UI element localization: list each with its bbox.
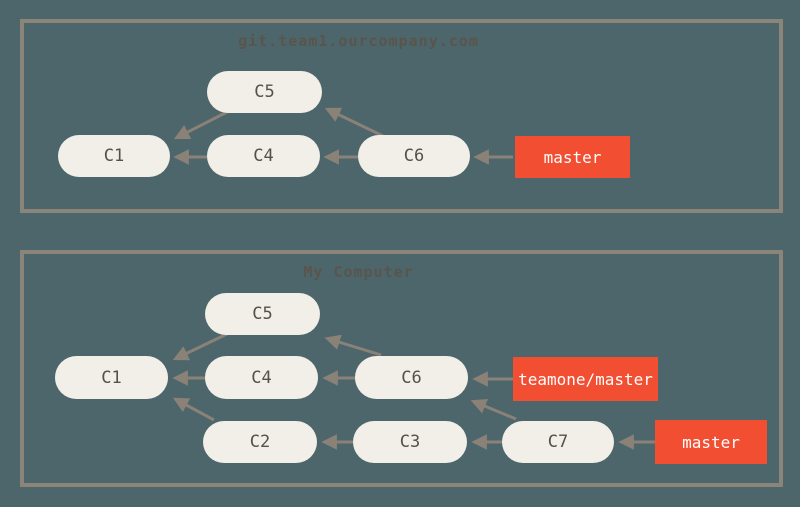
commit-node-p1-c6: C6 xyxy=(358,135,470,177)
branch-label-p2-teamone-master: teamone/master xyxy=(513,357,658,401)
branch-label-p2-master: master xyxy=(655,420,767,464)
commit-node-p1-c5: C5 xyxy=(207,71,322,113)
commit-node-p2-c6: C6 xyxy=(355,356,468,399)
commit-node-p2-c7: C7 xyxy=(502,421,614,463)
commit-node-p2-c3: C3 xyxy=(353,421,467,463)
panel-my-computer: My Computer xyxy=(20,250,783,487)
panel-my-computer-title: My Computer xyxy=(303,263,414,281)
branch-label-p1-master: master xyxy=(515,136,630,178)
commit-node-p2-c5: C5 xyxy=(205,293,320,335)
commit-node-p2-c2: C2 xyxy=(203,421,317,463)
commit-node-p1-c4: C4 xyxy=(207,135,320,177)
commit-node-p2-c4: C4 xyxy=(205,356,318,399)
panel-remote-server-title: git.team1.ourcompany.com xyxy=(238,32,479,50)
commit-node-p2-c1: C1 xyxy=(55,356,168,399)
panel-remote-server: git.team1.ourcompany.com xyxy=(20,19,783,213)
commit-node-p1-c1: C1 xyxy=(58,135,170,177)
